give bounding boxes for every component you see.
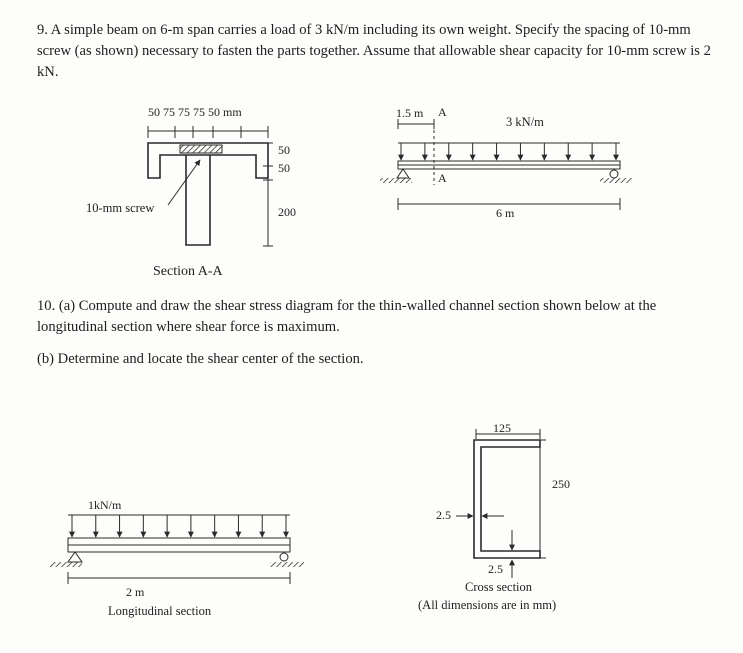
longitudinal-load-label: 1kN/m <box>88 498 122 512</box>
section-aa-caption: Section A-A <box>153 264 223 279</box>
dim-1-5m: 1.5 m <box>396 106 424 120</box>
web-thickness-label: 2.5 <box>436 508 451 522</box>
section-aa-figure <box>147 126 273 247</box>
section-a-bottom-label: A <box>438 171 447 185</box>
dimensions-note: (All dimensions are in mm) <box>418 598 557 612</box>
beam-load-label: 3 kN/m <box>506 115 544 129</box>
channel-cross-section-figure <box>456 429 546 578</box>
longitudinal-section-figure <box>50 514 304 584</box>
distributed-load-arrows <box>69 515 289 538</box>
beam-span-label: 6 m <box>496 206 515 220</box>
longitudinal-caption: Longitudinal section <box>108 604 212 618</box>
section-a-top-label: A <box>438 105 447 119</box>
uniform-load-arrows <box>398 143 619 161</box>
simple-beam-figure <box>380 119 632 210</box>
problem-10b-text: (b) Determine and locate the shear cente… <box>37 351 364 367</box>
flange-thickness-label: 2.5 <box>488 562 503 576</box>
section-top-dimensions: 50 75 75 75 50 mm <box>148 105 242 119</box>
problem-9-text: 9. A simple beam on 6-m span carries a l… <box>37 22 711 80</box>
channel-width-label: 125 <box>493 421 511 435</box>
dim-50-lower: 50 <box>278 161 290 175</box>
longitudinal-span-label: 2 m <box>126 585 145 599</box>
dim-50-upper: 50 <box>278 143 290 157</box>
channel-height-label: 250 <box>552 477 570 491</box>
dim-200: 200 <box>278 205 296 219</box>
screw-label: 10-mm screw <box>86 201 155 215</box>
cross-section-caption: Cross section <box>465 580 533 594</box>
problem-10a-text: 10. (a) Compute and draw the shear stres… <box>37 298 657 335</box>
